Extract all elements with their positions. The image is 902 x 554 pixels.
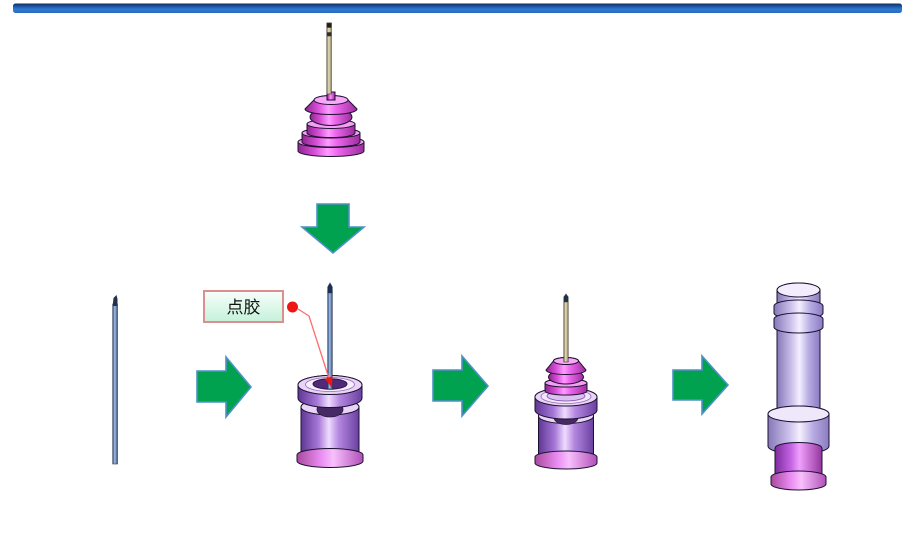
arrow-down-icon	[299, 203, 367, 255]
dispensing-cup-with-needle	[296, 282, 364, 468]
inserted-needle-tip	[327, 282, 333, 294]
assembled-needle-tip	[563, 293, 569, 303]
needle-pin-shaft	[112, 303, 118, 465]
cap-tube-top	[776, 282, 821, 298]
assembled-needle-hub-cup	[534, 293, 598, 470]
dispense-needle-band	[326, 32, 332, 37]
cap-bottom-flare	[770, 470, 827, 491]
glue-dispense-callout: 点胶	[203, 290, 333, 388]
callout-label: 点胶	[227, 298, 261, 317]
callout-dot	[287, 301, 298, 313]
leader-arrowhead-icon	[324, 376, 333, 388]
cap-ring-lower	[773, 312, 824, 334]
assembled-base-flare	[534, 450, 598, 470]
needle-pin	[112, 295, 118, 465]
assembled-needle-shaft	[563, 299, 569, 363]
callout-box	[203, 290, 284, 323]
leader-line	[297, 308, 330, 378]
needle-hub-assembly	[297, 22, 365, 157]
arrow-right-icon	[196, 354, 253, 420]
needle-pin-bevel-tip	[112, 295, 118, 306]
cap-collar-top	[767, 405, 830, 423]
arrow-right-icon	[432, 353, 490, 419]
inserted-needle-shaft	[327, 290, 333, 390]
arrow-right-icon	[672, 353, 730, 417]
dispense-needle-tip	[326, 22, 332, 28]
title-accent-bar	[13, 3, 902, 13]
capped-final-assembly	[767, 282, 830, 491]
cup-base-flare	[296, 448, 364, 468]
